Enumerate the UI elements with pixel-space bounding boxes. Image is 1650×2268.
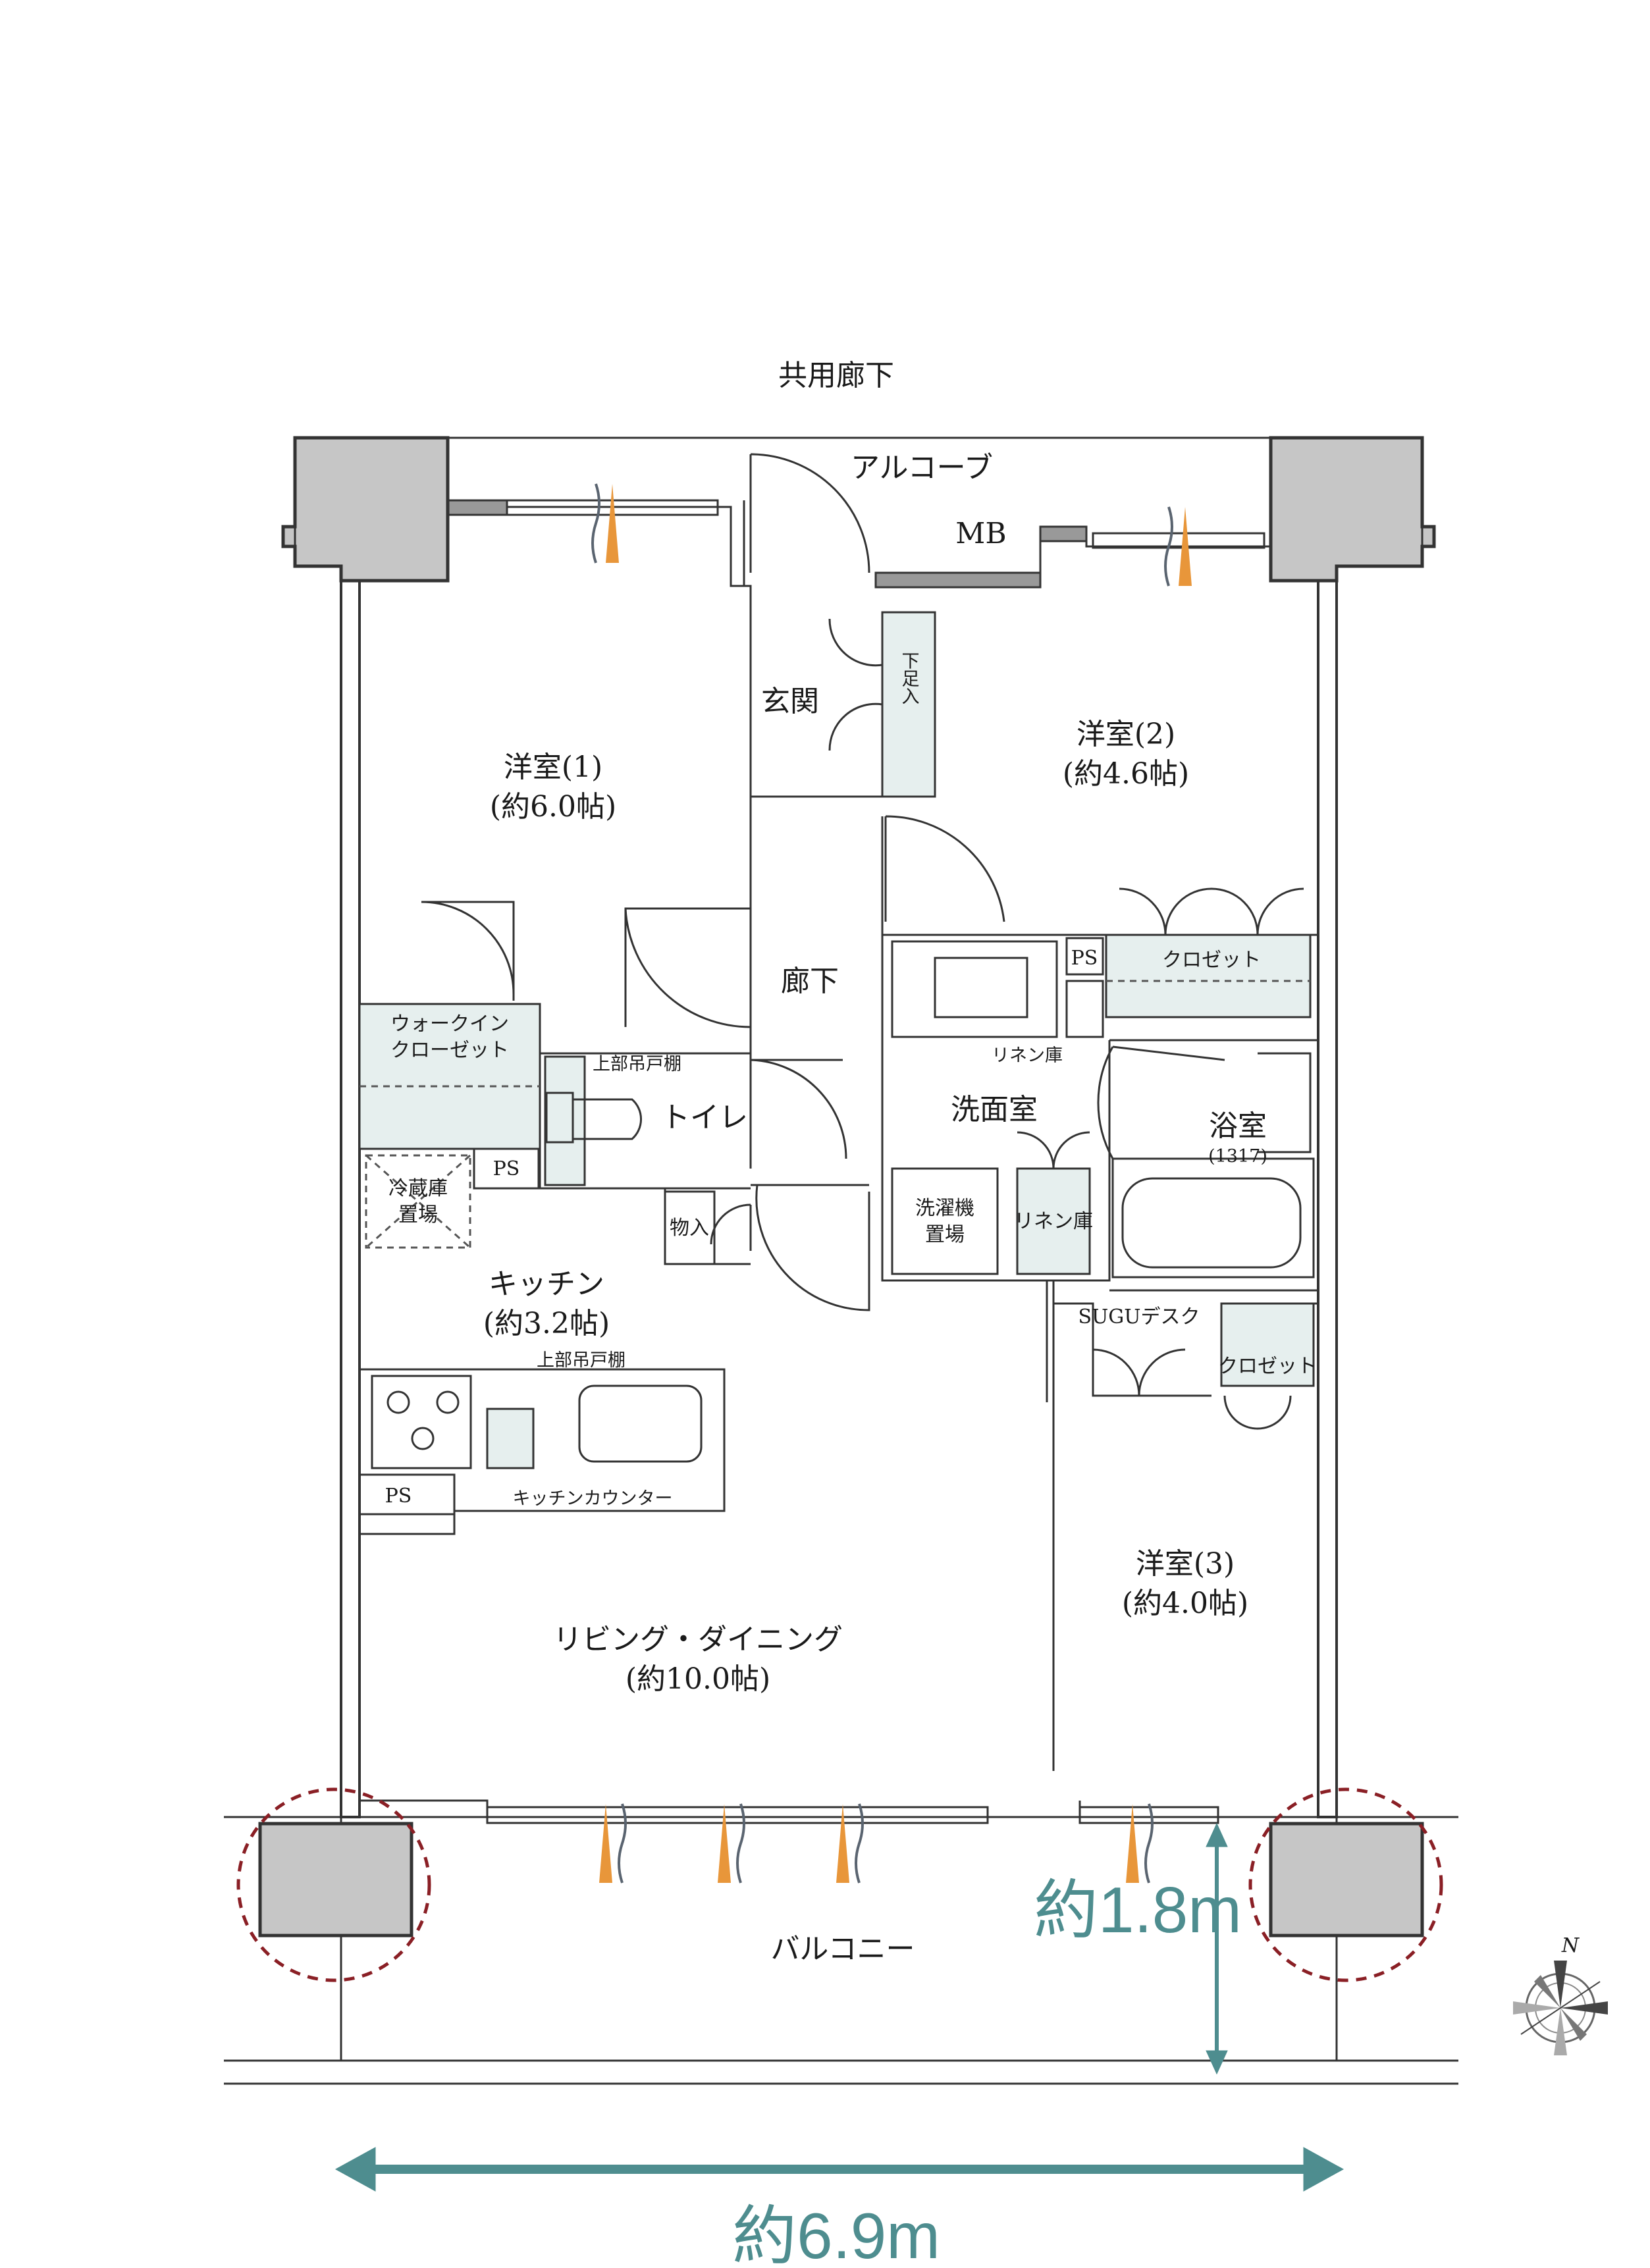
bath-enclosure xyxy=(1111,1157,1315,1279)
label-living-size: (約10.0帖) xyxy=(625,1662,770,1696)
bathtub xyxy=(1121,1177,1302,1269)
label-hallway: 廊下 xyxy=(781,964,839,998)
label-storage-mono: 物入 xyxy=(670,1217,709,1240)
right-exterior-wall xyxy=(1317,565,1338,1818)
label-mb: MB xyxy=(955,517,1006,550)
top-wall xyxy=(448,500,1272,587)
column-top-left xyxy=(281,436,450,583)
label-room3-size: (約4.0帖) xyxy=(1122,1587,1248,1620)
label-ps-3: PS xyxy=(385,1485,412,1508)
toilet-bowl xyxy=(572,1098,642,1140)
label-sugu-desk: SUGUデスク xyxy=(1078,1305,1200,1329)
label-upper-cabinet-toilet: 上部吊戸棚 xyxy=(593,1054,681,1074)
highlight-circle-right xyxy=(1248,1787,1443,1982)
label-compass-n: N xyxy=(1561,1934,1580,1957)
label-corridor-common: 共用廊下 xyxy=(778,359,894,392)
label-kitchen-counter: キッチンカウンター xyxy=(513,1489,673,1509)
top-wall-fill-left xyxy=(446,499,508,516)
ps-box-1 xyxy=(473,1147,540,1190)
storage-mono xyxy=(664,1190,716,1265)
upper-cabinet-kitchen xyxy=(486,1408,535,1469)
top-wall-fill-mb xyxy=(1039,525,1088,542)
label-alcove: アルコーブ xyxy=(851,451,993,485)
ps-box-3 xyxy=(358,1473,456,1516)
label-walkin-1: ウォークイン xyxy=(390,1013,509,1036)
column-bottom-left xyxy=(258,1822,413,1938)
top-wall-fill-mid xyxy=(874,571,1042,589)
label-closet-2: クロゼット xyxy=(1218,1355,1317,1378)
label-washroom: 洗面室 xyxy=(951,1093,1038,1126)
wind-arrows xyxy=(591,483,1192,1884)
upper-cabinet-toilet xyxy=(544,1055,586,1186)
kitchen-sink xyxy=(578,1385,703,1463)
column-bottom-right xyxy=(1269,1822,1424,1938)
shoe-box xyxy=(881,611,936,798)
label-ps-1: PS xyxy=(493,1157,520,1180)
linen-closet-2 xyxy=(1016,1167,1091,1275)
column-top-right xyxy=(1269,436,1436,583)
closet-room2 xyxy=(1105,934,1312,1018)
label-room2-size: (約4.6帖) xyxy=(1063,757,1189,791)
stove xyxy=(371,1375,472,1469)
walkin-closet xyxy=(358,1003,541,1150)
fridge-x xyxy=(365,1154,471,1249)
bath-wall xyxy=(1258,1052,1312,1153)
dimension-depth-label: 約1.8m xyxy=(1034,1874,1242,1946)
label-bathroom: 浴室 xyxy=(1209,1109,1267,1143)
left-exterior-wall xyxy=(340,565,361,1818)
label-balcony: バルコニー xyxy=(770,1932,915,1966)
label-linen-1: リネン庫 xyxy=(992,1045,1063,1066)
washer-space xyxy=(891,1167,999,1275)
label-toilet: トイレ xyxy=(661,1101,748,1134)
closet-room3 xyxy=(1220,1302,1315,1387)
label-linen-2: リネン庫 xyxy=(1014,1210,1093,1233)
vanity-sink xyxy=(934,957,1028,1018)
label-bath-size: (1317) xyxy=(1208,1146,1267,1167)
ps-box-2 xyxy=(1065,937,1104,976)
label-fridge-1: 冷蔵庫 xyxy=(388,1177,448,1200)
dimension-width xyxy=(334,2147,1344,2192)
dimension-depth xyxy=(1206,1822,1228,2075)
label-walkin-2: クローゼット xyxy=(390,1039,509,1062)
label-room1-size: (約6.0帖) xyxy=(490,790,616,824)
vanity xyxy=(891,940,1058,1038)
living-window xyxy=(486,1806,989,1824)
highlight-circle-left xyxy=(236,1787,431,1982)
label-entrance: 玄関 xyxy=(761,685,819,718)
label-room2-name: 洋室(2) xyxy=(1077,718,1175,751)
label-room3-name: 洋室(3) xyxy=(1136,1547,1235,1581)
label-washer-2: 置場 xyxy=(925,1223,965,1246)
linen-small xyxy=(1065,980,1104,1038)
label-living-name: リビング・ダイニング xyxy=(553,1623,843,1656)
room2-window xyxy=(1092,532,1265,549)
label-closet-1: クロゼット xyxy=(1162,949,1261,972)
burners xyxy=(386,1390,460,1450)
label-washer-1: 洗濯機 xyxy=(915,1197,974,1220)
label-fridge-2: 置場 xyxy=(398,1203,438,1226)
label-room1-name: 洋室(1) xyxy=(504,751,602,784)
label-ps-2: PS xyxy=(1071,947,1098,970)
dimension-width-label: 約6.9m xyxy=(732,2200,940,2268)
fridge-space xyxy=(365,1154,471,1249)
compass-icon xyxy=(1513,1961,1608,2055)
label-kitchen-size: (約3.2帖) xyxy=(483,1307,610,1340)
label-upper-cabinet-kitchen: 上部吊戸棚 xyxy=(537,1350,625,1371)
label-shoe-box: 下足入 xyxy=(899,652,919,705)
room3-window xyxy=(1078,1806,1219,1824)
label-kitchen-name: キッチン xyxy=(489,1267,604,1301)
doors xyxy=(421,453,1304,1430)
exterior-outline xyxy=(294,436,1424,566)
